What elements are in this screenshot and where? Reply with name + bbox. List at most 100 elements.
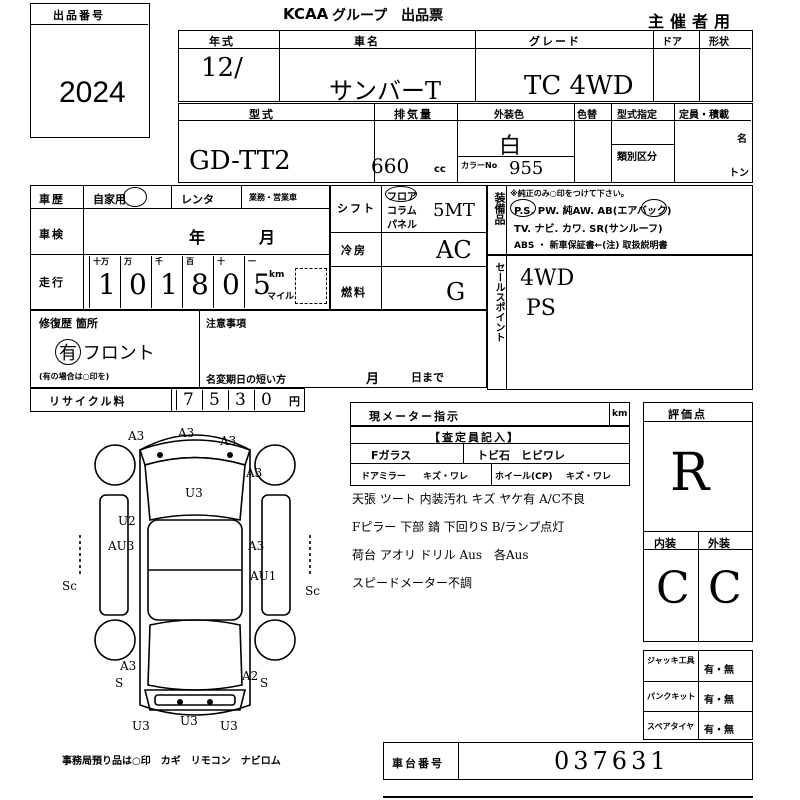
interior-label: 内装 [654, 537, 676, 550]
windshield-label: Fガラス [371, 449, 412, 462]
recycle-digit: 7 [176, 390, 202, 410]
mirror-label: ドアミラー [361, 472, 406, 482]
mark-u3-rear-1: U3 [132, 719, 150, 733]
chassis-value: 037631 [554, 747, 670, 775]
mileage-unit-label: 一 [248, 257, 256, 266]
mark-a3-rear-left: A3 [119, 659, 136, 673]
name-value: サンバーT [329, 77, 442, 105]
capacity-unit-tons: トン [729, 168, 749, 179]
puncture-option: 有・無 [704, 695, 734, 706]
mileage-digit: 0 [222, 268, 240, 301]
recycle-digit: 0 [254, 390, 280, 410]
inspector-comments: 天張 ツート 内装汚れ キズ ヤケ有 A/C不良 Fピラー 下部 錆 下回りS … [352, 490, 637, 600]
tools-box: ジャッキ工具 有・無 パンクキット 有・無 スペアタイヤ 有・無 [643, 650, 753, 740]
exterior-value: C [708, 563, 742, 614]
notes-label: 注意事項 [206, 319, 246, 330]
car-body-outline [139, 434, 251, 716]
shift-panel: パネル [387, 220, 417, 231]
repair-notes-box: 修復歴 箇所 有 フロント (有の場合は○印を) 注意事項 名変期日の短い方 月… [30, 310, 487, 388]
jack-option: 有・無 [704, 665, 734, 676]
rating-box: 評価点 R 内装 外装 C C [643, 402, 753, 642]
color-number-value: 955 [509, 158, 544, 179]
spare-label: スペアタイヤ [647, 722, 695, 731]
rating-label: 評価点 [668, 408, 707, 421]
color-number-label: カラーNo [461, 161, 498, 170]
vehicle-spec-table: 型式 排気量 外装色 色替 型式指定 類別区分 定員・積載 名 トン GD-TT… [178, 103, 753, 183]
car-damage-diagram: A3 A3 A3 U3 U2 AU3 A3 AU1 A3 A3 A2 S S U… [62, 426, 320, 733]
mileage-mile: マイル [267, 292, 295, 302]
mileage-unit-label: 百 [186, 257, 194, 266]
mileage-digit: 1 [160, 268, 178, 301]
logo: KCAA [283, 5, 329, 23]
history-private: 自家用 [93, 193, 126, 206]
wheel-options: キズ・ワレ [566, 472, 612, 482]
displacement-label: 排気量 [394, 108, 433, 121]
recycle-digit: 3 [228, 390, 254, 410]
color-change-label: 色替 [577, 110, 597, 121]
equipment-row-1: P.S. PW. 純AW. AB(エアバック) [514, 206, 672, 217]
color-value: 白 [499, 134, 522, 159]
shift-ac-fuel-table: シフト フロア コラム パネル 5MT 冷房 AC 燃料 G [330, 185, 487, 310]
mileage-digit: 8 [191, 268, 209, 301]
capacity-label: 定員・積載 [679, 110, 729, 121]
equipment-circle-ps [510, 199, 536, 217]
mark-a3-right-door: A3 [247, 539, 264, 553]
sales-point-label: セールスポイント [493, 262, 504, 342]
displacement-value: 660 [371, 154, 410, 178]
comment-line-2: Fピラー 下部 錆 下回りS B/ランプ点灯 [352, 520, 565, 534]
door-label: ドア [662, 37, 682, 48]
sales-point-line-2: PS [526, 296, 556, 321]
inspector-box: 【査定員記入】 Fガラス トビ石 ヒビワレ ドアミラー キズ・ワレ ホイール(C… [350, 426, 630, 486]
fuel-label: 燃料 [341, 286, 367, 299]
ac-label: 冷房 [341, 244, 367, 257]
mileage-unit-label: 十 [217, 257, 225, 266]
mark-u3-hood: U3 [185, 486, 203, 500]
shift-column: コラム [387, 206, 417, 217]
wheel-rear-right [254, 619, 296, 661]
history-business: 業務・営業車 [249, 193, 297, 202]
mirror-options: キズ・ワレ [423, 472, 469, 482]
mark-s-rear-right: S [260, 676, 268, 690]
meter-unit: km [612, 409, 628, 419]
shift-circle [385, 186, 417, 202]
equipment-row-2: TV. ナビ. カワ. SR(サンルーフ) [514, 224, 663, 235]
mark-sc-left: Sc [62, 579, 77, 593]
mark-a3-front-left: A3 [127, 429, 144, 443]
mileage-digit: 1 [98, 268, 116, 301]
equipment-row-3: ABS ・ 新車保証書←(注) 取扱説明書 [514, 241, 668, 251]
exterior-label: 外装 [708, 537, 730, 550]
windshield-options: トビ石 ヒビワレ [477, 449, 565, 462]
mark-sc-right: Sc [305, 584, 320, 598]
wheel-label: ホイール(CP) [495, 472, 553, 482]
organizer-label: 主催者用 [648, 12, 737, 31]
category-label: 類別区分 [617, 152, 657, 163]
expiry-month: 月 [366, 372, 380, 387]
rating-value: R [670, 443, 710, 503]
comment-line-1: 天張 ツート 内装汚れ キズ ヤケ有 A/C不良 [352, 492, 585, 506]
spare-option: 有・無 [704, 725, 734, 736]
mileage-digit-cell: 十万 1 [89, 256, 120, 308]
mileage-unit-label: 十万 [93, 257, 109, 266]
repair-value: 有 フロント [59, 343, 155, 364]
equipment-note: ※純正のみ○印をつけて下さい。 [510, 189, 629, 198]
interior-value: C [656, 563, 690, 614]
sales-point-box: セールスポイント 4WD PS [487, 255, 753, 390]
office-note: 事務局預り品は○印 カギ リモコン ナビロム [62, 756, 281, 767]
chassis-box: 車台番号 037631 [383, 742, 753, 780]
shift-label: シフト [337, 202, 376, 215]
mileage-unit-box [295, 268, 327, 304]
inspection-label: 車検 [39, 228, 65, 241]
lot-number-value: 2024 [59, 76, 126, 109]
mark-u3-rear-2: U3 [180, 714, 198, 728]
mileage-unit-label: 千 [155, 257, 163, 266]
lot-number-box: 出品番号 2024 [30, 3, 150, 138]
wheel-rear-left [94, 619, 136, 661]
wheel-front-left [94, 444, 136, 486]
chassis-label: 車台番号 [392, 757, 444, 770]
